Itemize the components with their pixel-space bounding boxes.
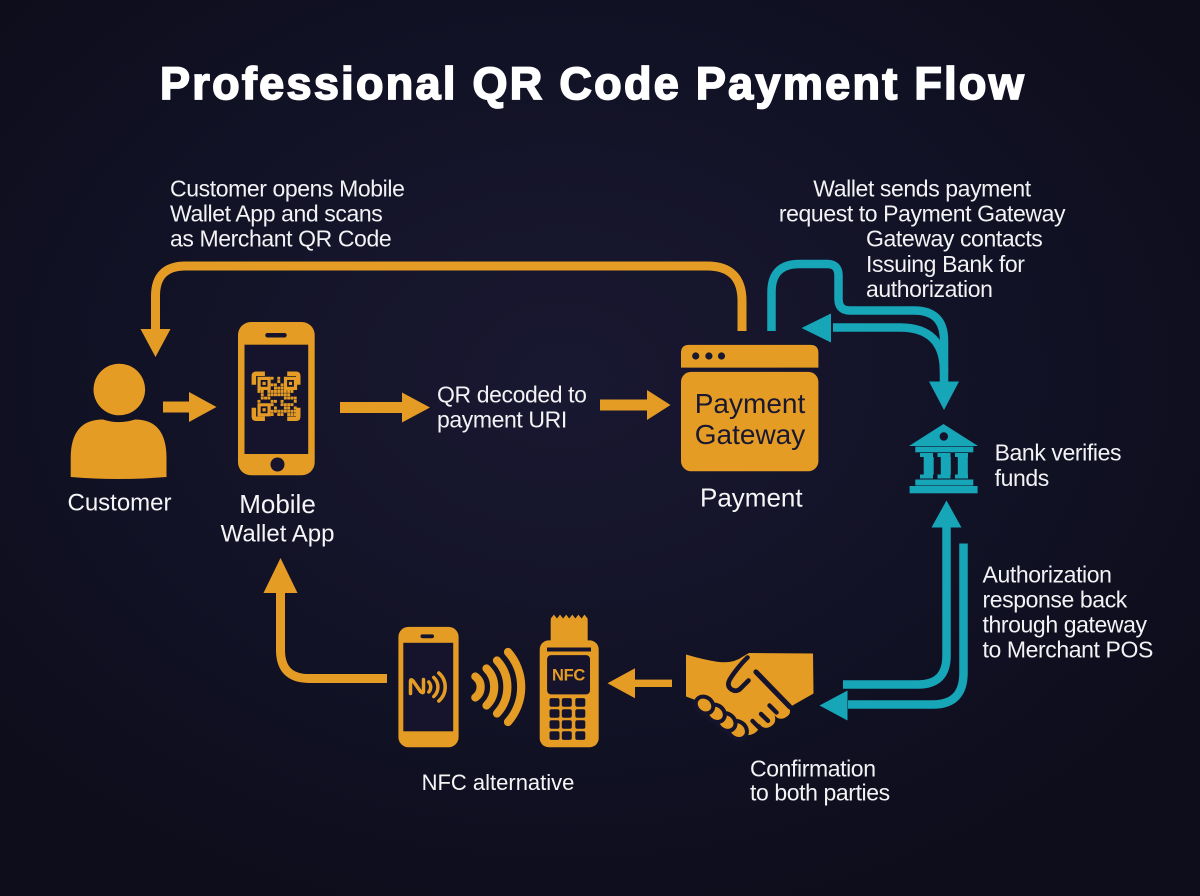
- svg-text:Authorization: Authorization: [983, 562, 1112, 588]
- svg-text:Mobile: Mobile: [239, 489, 316, 519]
- svg-text:through gateway: through gateway: [983, 612, 1148, 638]
- svg-text:Customer: Customer: [67, 489, 171, 516]
- svg-text:to Merchant POS: to Merchant POS: [983, 637, 1153, 663]
- svg-text:to both parties: to both parties: [750, 780, 890, 806]
- svg-text:NFC alternative: NFC alternative: [422, 770, 575, 795]
- svg-text:response back: response back: [983, 587, 1128, 613]
- svg-text:Wallet App and scans: Wallet App and scans: [170, 201, 382, 227]
- svg-text:Issuing Bank for: Issuing Bank for: [866, 251, 1025, 277]
- svg-text:Customer opens Mobile: Customer opens Mobile: [170, 176, 405, 202]
- svg-text:Payment: Payment: [700, 482, 803, 512]
- svg-text:Professional QR Code Payment F: Professional QR Code Payment Flow: [160, 58, 1026, 109]
- svg-text:Wallet sends payment: Wallet sends payment: [813, 176, 1031, 202]
- svg-text:Gateway contacts: Gateway contacts: [866, 226, 1042, 252]
- svg-text:payment URI: payment URI: [437, 407, 567, 433]
- svg-text:funds: funds: [995, 465, 1049, 491]
- svg-text:authorization: authorization: [866, 276, 993, 302]
- svg-text:Gateway: Gateway: [695, 419, 806, 450]
- svg-text:NFC: NFC: [552, 667, 585, 685]
- svg-text:Bank verifies: Bank verifies: [995, 440, 1121, 466]
- svg-text:request to Payment Gateway: request to Payment Gateway: [779, 201, 1066, 227]
- svg-text:Wallet App: Wallet App: [221, 521, 335, 548]
- svg-text:Confirmation: Confirmation: [750, 756, 876, 782]
- svg-text:QR decoded to: QR decoded to: [437, 382, 587, 408]
- svg-text:Payment: Payment: [695, 388, 806, 419]
- svg-text:as Merchant QR Code: as Merchant QR Code: [170, 226, 391, 252]
